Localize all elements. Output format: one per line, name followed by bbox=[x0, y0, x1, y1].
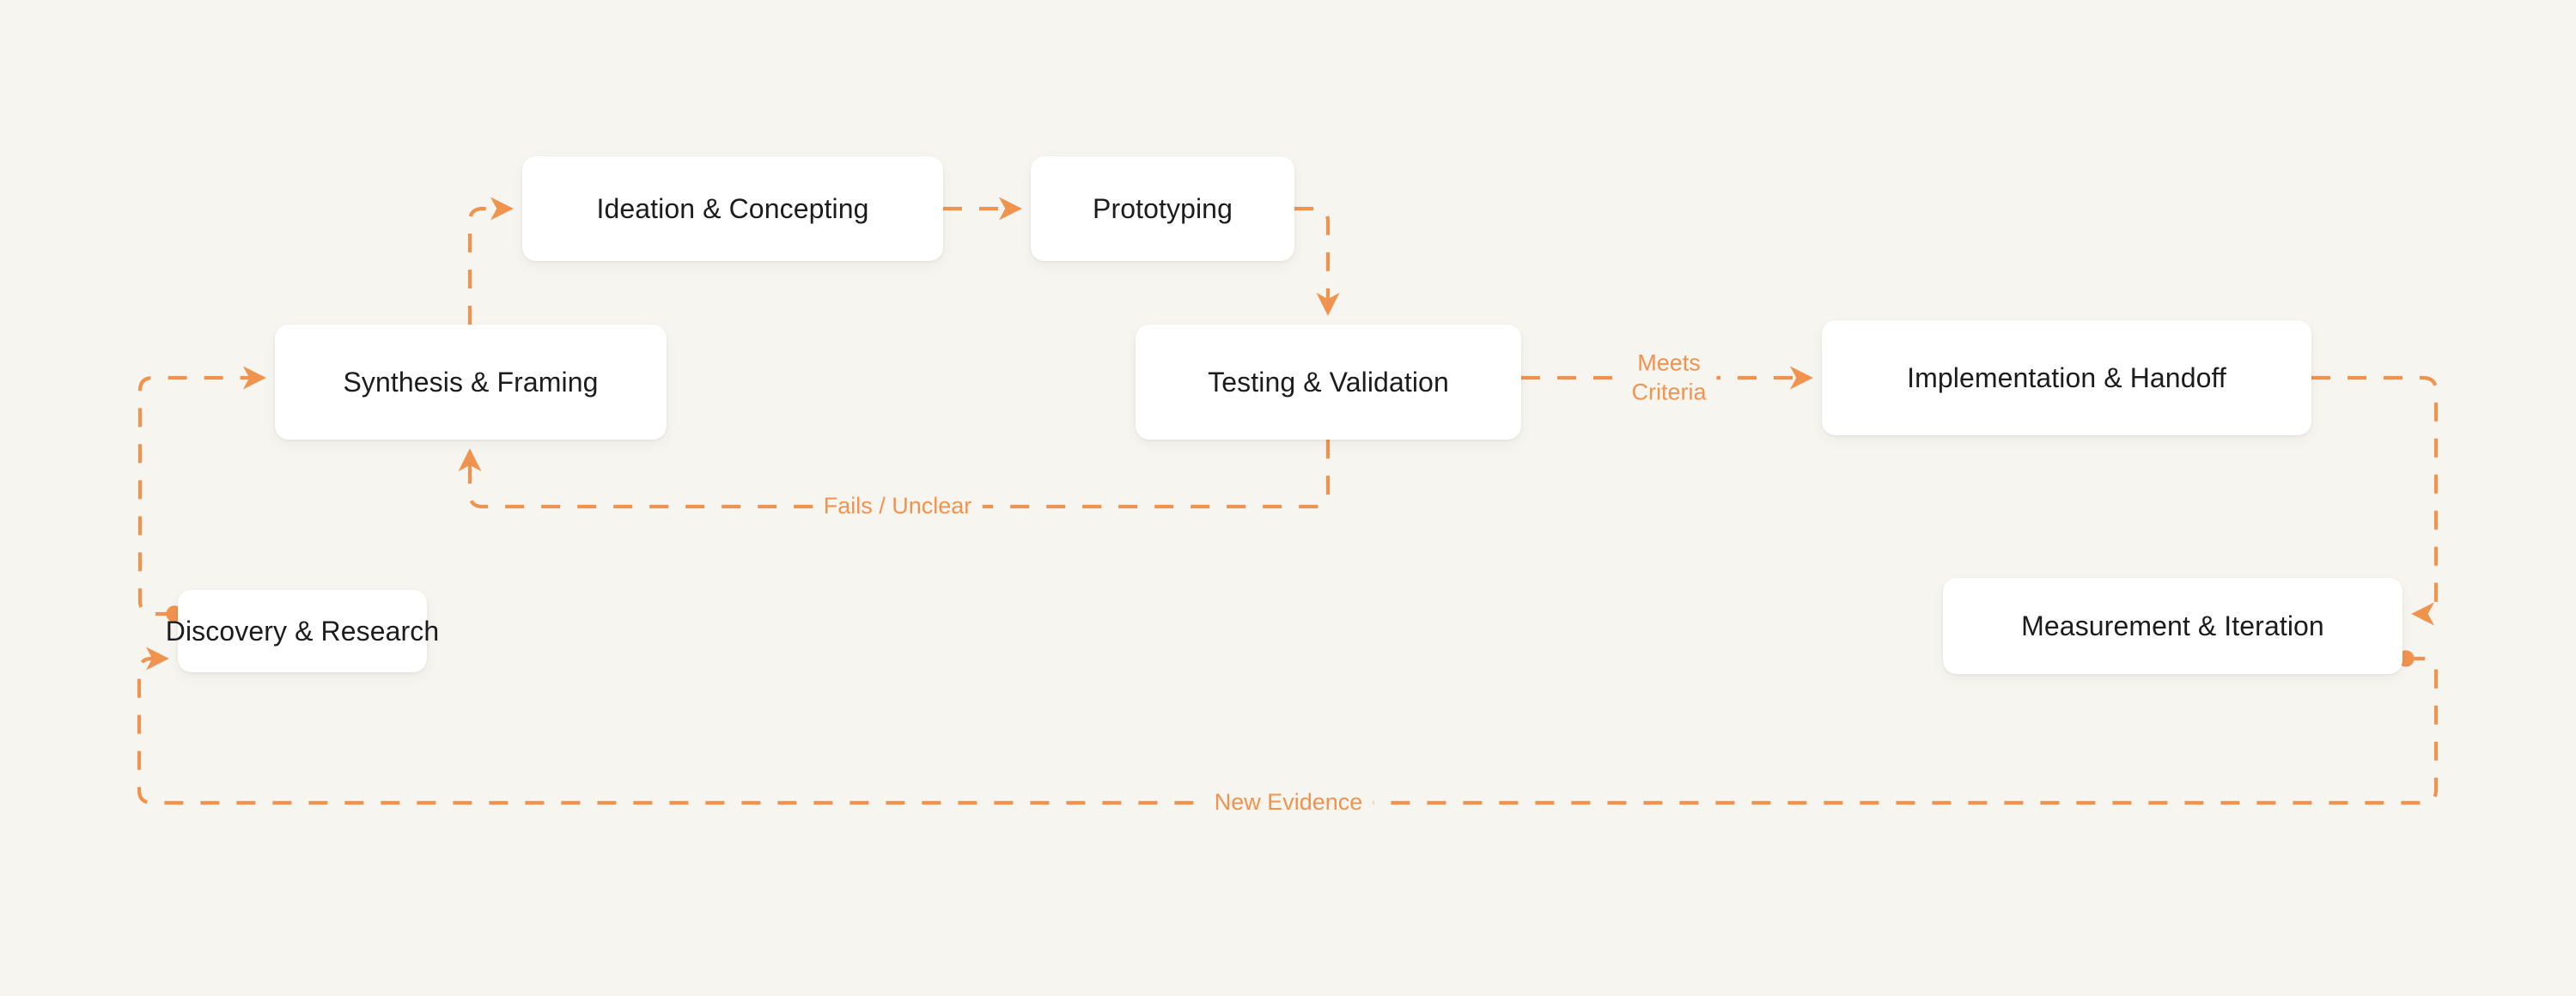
node-testing-validation[interactable]: Testing & Validation bbox=[1136, 325, 1521, 440]
node-prototyping[interactable]: Prototyping bbox=[1031, 156, 1294, 261]
node-ideation-concepting[interactable]: Ideation & Concepting bbox=[522, 156, 943, 261]
edge-measurement-to-discovery bbox=[137, 647, 2439, 805]
edge-label-new-evidence: New Evidence bbox=[1203, 786, 1373, 819]
node-label: Implementation & Handoff bbox=[1907, 361, 2226, 393]
node-label: Discovery & Research bbox=[165, 615, 440, 647]
edge-label-meets-criteria: Meets Criteria bbox=[1621, 347, 1717, 409]
edge-discovery-to-synthesis bbox=[137, 366, 266, 622]
edge-label-fails-unclear: Fails / Unclear bbox=[813, 490, 983, 523]
node-measurement-iteration[interactable]: Measurement & Iteration bbox=[1943, 578, 2402, 674]
node-label: Prototyping bbox=[1093, 192, 1233, 224]
node-synthesis-framing[interactable]: Synthesis & Framing bbox=[275, 325, 667, 440]
node-discovery-research[interactable]: Discovery & Research bbox=[166, 590, 439, 672]
edge-synthesis-to-ideation bbox=[467, 197, 514, 325]
node-label: Measurement & Iteration bbox=[2021, 610, 2324, 641]
edge-prototyping-to-testing bbox=[1294, 206, 1340, 316]
node-label: Synthesis & Framing bbox=[343, 366, 599, 398]
node-implementation-handoff[interactable]: Implementation & Handoff bbox=[1822, 320, 2311, 435]
node-label: Ideation & Concepting bbox=[596, 192, 869, 224]
node-label: Testing & Validation bbox=[1208, 366, 1449, 398]
